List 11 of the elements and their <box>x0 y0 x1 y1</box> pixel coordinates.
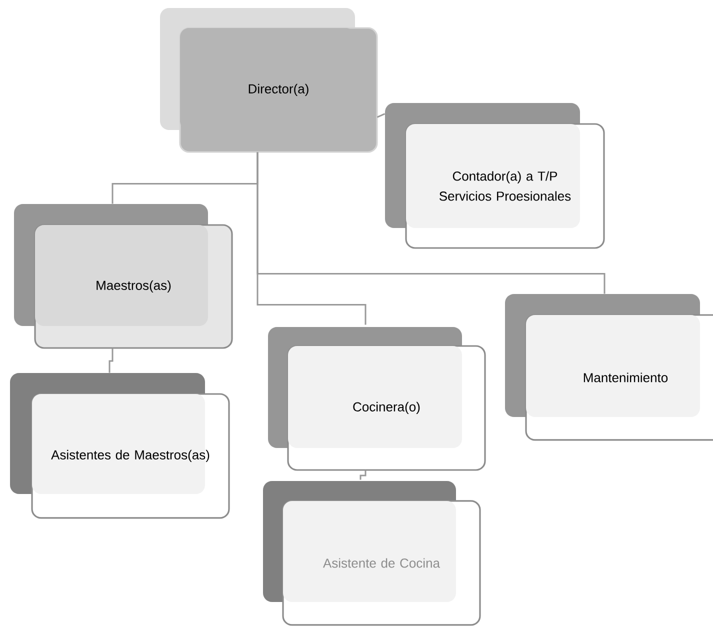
org-box: Maestros(as) <box>14 204 233 349</box>
connector-line <box>256 152 366 325</box>
org-box: Director(a) <box>160 8 378 153</box>
org-box: Mantenimiento <box>505 294 713 441</box>
connector-line <box>108 348 114 373</box>
org-box: Cocinera(o) <box>268 327 486 471</box>
org-box: Contador(a) a T/P Servicios Proesionales <box>385 103 605 249</box>
org-box: Asistentes de Maestros(as) <box>10 373 230 519</box>
org-box: Asistente de Cocina <box>263 480 481 626</box>
connector-line <box>376 113 386 118</box>
connector-line <box>360 470 366 480</box>
